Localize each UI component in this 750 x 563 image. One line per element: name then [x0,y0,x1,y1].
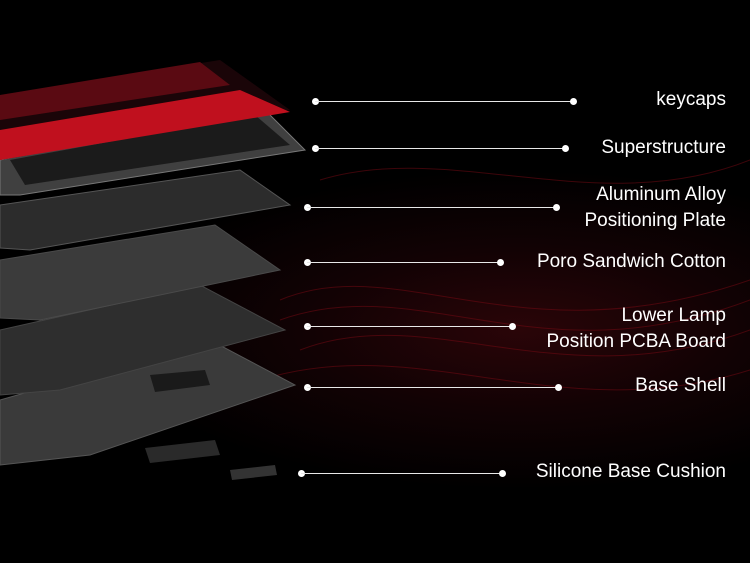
callout-line [307,387,558,388]
callout-line [307,262,500,263]
callout-dot [553,204,560,211]
callout-dot [499,470,506,477]
keycaps [0,60,290,160]
positioning-plate [0,169,292,251]
label-superstructure: Superstructure [601,137,726,158]
red-wave-background [259,159,750,391]
label-line: Position PCBA Board [546,331,726,352]
callout-line [315,101,573,102]
label-positioning-plate: Aluminum Alloy Positioning Plate [584,182,726,234]
callout-dot [497,259,504,266]
callout-dot [562,145,569,152]
callout-line [315,148,565,149]
label-line: Aluminum Alloy [596,184,726,205]
callout-line [307,207,556,208]
callout-dot [570,98,577,105]
label-keycaps: keycaps [656,89,726,110]
callout-dot [555,384,562,391]
label-pcba-board: Lower Lamp Position PCBA Board [546,303,726,355]
poro-sandwich-cotton [0,224,282,321]
callout-line [307,326,512,327]
label-base-shell: Base Shell [635,375,726,396]
label-silicone-base-cushion: Silicone Base Cushion [535,461,726,482]
label-poro-sandwich-cotton: Poro Sandwich Cotton [536,251,726,272]
callout-dot [509,323,516,330]
silicone-base-cushion [145,440,277,480]
label-line: Positioning Plate [584,210,726,231]
label-line: Lower Lamp [621,305,726,326]
callout-line [301,473,502,474]
